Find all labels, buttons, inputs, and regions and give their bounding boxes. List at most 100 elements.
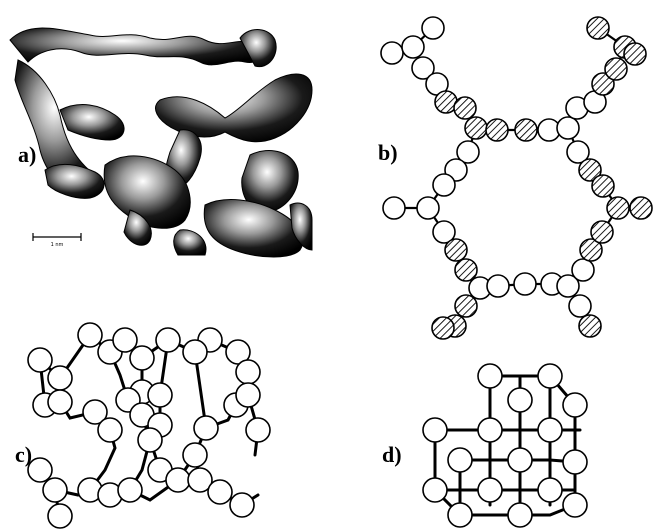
isosurface-tube (123, 209, 152, 246)
hatched-atom (578, 314, 602, 338)
atom (537, 363, 563, 389)
panel-b-ring-structure (380, 16, 653, 340)
atom (165, 467, 191, 493)
panel-label-b: b) (378, 140, 398, 165)
isosurface-tube (203, 199, 304, 258)
atom (562, 449, 588, 475)
atom (401, 35, 425, 59)
hatched-atom (454, 294, 478, 318)
isosurface-tube (239, 29, 277, 68)
atom (182, 442, 208, 468)
atom (155, 327, 181, 353)
atom (129, 345, 155, 371)
atom (82, 399, 108, 425)
panel-a-isosurface (9, 27, 313, 258)
atom (571, 258, 595, 282)
hatched-atom (578, 158, 602, 182)
atom (477, 363, 503, 389)
hatched-atom (591, 72, 615, 96)
atom (147, 382, 173, 408)
atom (447, 447, 473, 473)
scale-bar-label: 1 nm (51, 242, 64, 248)
atom (117, 477, 143, 503)
atom (380, 41, 404, 65)
atom (235, 359, 261, 385)
atom (112, 327, 138, 353)
atom (556, 274, 580, 298)
hatched-atom (590, 220, 614, 244)
atom (456, 140, 480, 164)
hatched-atom (454, 258, 478, 282)
atom (187, 467, 213, 493)
atom (447, 502, 473, 528)
atom (477, 417, 503, 443)
atom (507, 447, 533, 473)
atom (97, 417, 123, 443)
hatched-atom (604, 57, 628, 81)
hatched-atom (591, 174, 615, 198)
panel-label-d: d) (382, 442, 402, 467)
isosurface-tube (241, 150, 299, 213)
atom (416, 196, 440, 220)
atom (422, 417, 448, 443)
isosurface-tube (59, 104, 125, 141)
hatched-atom (629, 196, 653, 220)
atom (562, 492, 588, 518)
atom (422, 477, 448, 503)
atom (556, 116, 580, 140)
hatched-atom (579, 238, 603, 262)
panel-c-cage-lattice (27, 322, 271, 529)
hatched-atom (431, 316, 455, 340)
atom (27, 347, 53, 373)
atom (432, 173, 456, 197)
atom (507, 502, 533, 528)
isosurface-tube (44, 163, 105, 199)
hatched-atom (514, 118, 538, 142)
atom (47, 389, 73, 415)
hatched-atom (444, 238, 468, 262)
panel-d-cubic-lattice (422, 363, 588, 528)
atom (225, 339, 251, 365)
scale-bar: 1 nm (32, 233, 82, 248)
isosurface-tube (103, 155, 191, 229)
atom (47, 365, 73, 391)
atom (537, 477, 563, 503)
atom (513, 272, 537, 296)
atom (432, 220, 456, 244)
atom (47, 503, 73, 529)
hatched-atom (606, 196, 630, 220)
atom (382, 196, 406, 220)
hatched-atom (485, 118, 509, 142)
atom (537, 417, 563, 443)
atom (245, 417, 271, 443)
hatched-atom (586, 16, 610, 40)
atom (507, 387, 533, 413)
panel-label-a: a) (18, 142, 36, 167)
atom (207, 479, 233, 505)
isosurface-tube (289, 202, 313, 251)
atom (411, 56, 435, 80)
atom (229, 492, 255, 518)
atom (42, 477, 68, 503)
panel-label-c: c) (15, 442, 32, 467)
atom (421, 16, 445, 40)
atom (77, 322, 103, 348)
atom (562, 392, 588, 418)
atom (137, 427, 163, 453)
atom (568, 294, 592, 318)
atom (486, 274, 510, 298)
hatched-atom (623, 42, 647, 66)
hatched-atom (464, 116, 488, 140)
atom (235, 382, 261, 408)
atom (27, 457, 53, 483)
bond (488, 374, 577, 407)
hatched-atom (453, 96, 477, 120)
bond (433, 428, 577, 517)
atom (193, 415, 219, 441)
atom (477, 477, 503, 503)
atom (566, 140, 590, 164)
isosurface-tube (9, 27, 261, 66)
atom (182, 339, 208, 365)
isosurface-tube (173, 229, 207, 256)
